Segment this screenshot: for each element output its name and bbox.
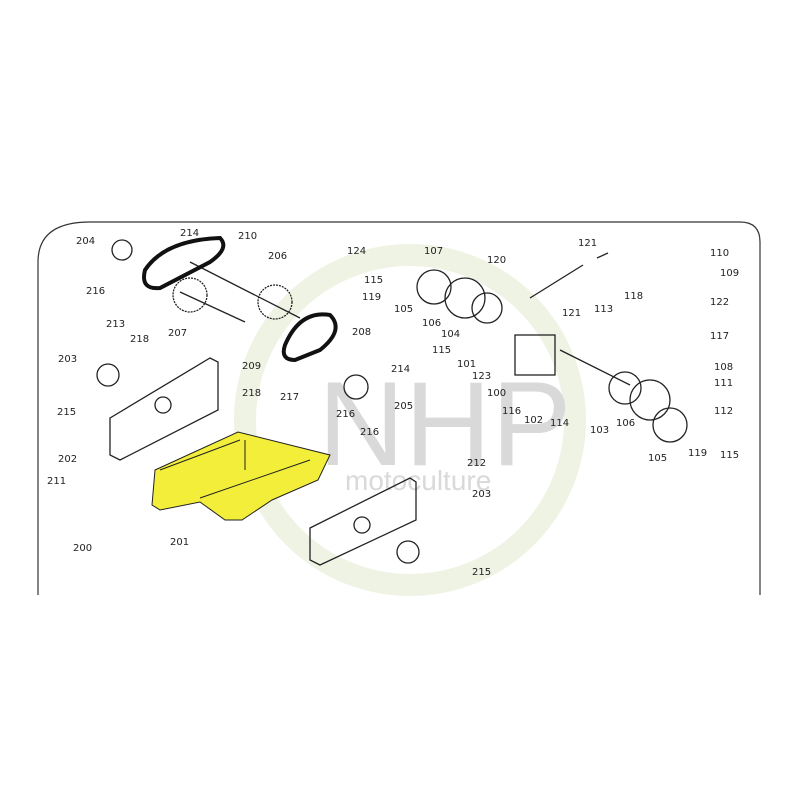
callout-label: 202 [58, 454, 77, 465]
callout-label: 208 [352, 327, 371, 338]
callout-label: 106 [422, 318, 441, 329]
callout-label: 115 [364, 275, 383, 286]
callout-label: 109 [720, 268, 739, 279]
callout-label: 122 [710, 297, 729, 308]
callout-label: 107 [424, 246, 443, 257]
plate-105 [652, 407, 688, 443]
side-plate-202 [109, 357, 219, 461]
sprocket [172, 277, 208, 313]
callout-label: 114 [550, 418, 569, 429]
side-plate-201 [309, 477, 417, 566]
chain-209 [281, 312, 338, 363]
callout-label: 207 [168, 328, 187, 339]
callout-label: 215 [57, 407, 76, 418]
callout-labels: 204 214 210 206 216 213 218 207 209 208 214 218 217 2… [47, 228, 739, 578]
callout-label: 101 [457, 359, 476, 370]
callout-label: 123 [472, 371, 491, 382]
callout-label: 105 [394, 304, 413, 315]
callout-label: 203 [472, 489, 491, 500]
callout-label: 106 [616, 418, 635, 429]
callout-label: 216 [86, 286, 105, 297]
callout-label: 103 [590, 425, 609, 436]
callout-label: 216 [360, 427, 379, 438]
callout-label: 115 [720, 450, 739, 461]
ring-106 [444, 277, 486, 319]
callout-label: 203 [58, 354, 77, 365]
callout-label: 211 [47, 476, 66, 487]
callout-label: 217 [280, 392, 299, 403]
frame-part-200-highlight [151, 431, 331, 521]
shaft-102 [559, 349, 631, 386]
callout-label: 104 [441, 329, 460, 340]
callout-label: 120 [487, 255, 506, 266]
callout-label: 100 [487, 388, 506, 399]
shaft-206 [189, 261, 301, 319]
disc-104 [471, 292, 503, 324]
callout-label: 113 [594, 304, 613, 315]
callout-label: 121 [562, 308, 581, 319]
callout-label: 121 [578, 238, 597, 249]
bearing-204 [111, 239, 133, 261]
callout-label: 124 [347, 246, 366, 257]
plate-105 [416, 269, 452, 305]
callout-label: 209 [242, 361, 261, 372]
callout-label: 108 [714, 362, 733, 373]
watermark-ring [234, 244, 586, 596]
callout-label: 216 [336, 409, 355, 420]
callout-label: 115 [432, 345, 451, 356]
callout-label: 119 [362, 292, 381, 303]
bearing-205 [343, 374, 369, 400]
callout-label: 218 [130, 334, 149, 345]
callout-label: 201 [170, 537, 189, 548]
callout-label: 212 [467, 458, 486, 469]
shaft-207 [179, 291, 246, 323]
callout-label: 112 [714, 406, 733, 417]
callout-label: 119 [688, 448, 707, 459]
watermark-brand: NHP [318, 357, 571, 491]
callout-label: 116 [502, 406, 521, 417]
hub-103 [608, 371, 642, 405]
callout-label: 205 [394, 401, 413, 412]
callout-label: 102 [524, 415, 543, 426]
sprocket [257, 284, 293, 320]
callout-label: 206 [268, 251, 287, 262]
lever-109 [529, 264, 584, 299]
bearing-203 [396, 540, 420, 564]
callout-label: 204 [76, 236, 95, 247]
callout-label: 200 [73, 543, 92, 554]
callout-label: 111 [714, 378, 733, 389]
diagram-frame [37, 221, 761, 595]
pin-110 [596, 252, 609, 259]
callout-label: 218 [242, 388, 261, 399]
callout-label: 210 [238, 231, 257, 242]
callout-label: 110 [710, 248, 729, 259]
chain-210 [142, 235, 226, 291]
callout-label: 214 [180, 228, 199, 239]
callout-label: 213 [106, 319, 125, 330]
callout-label: 118 [624, 291, 643, 302]
ring-106 [629, 379, 671, 421]
gearbox-100 [514, 334, 556, 376]
callout-label: 214 [391, 364, 410, 375]
callout-label: 117 [710, 331, 729, 342]
watermark-sub: motoculture [345, 465, 491, 496]
callout-label: 105 [648, 453, 667, 464]
callout-label: 215 [472, 567, 491, 578]
bearing-203 [96, 363, 120, 387]
